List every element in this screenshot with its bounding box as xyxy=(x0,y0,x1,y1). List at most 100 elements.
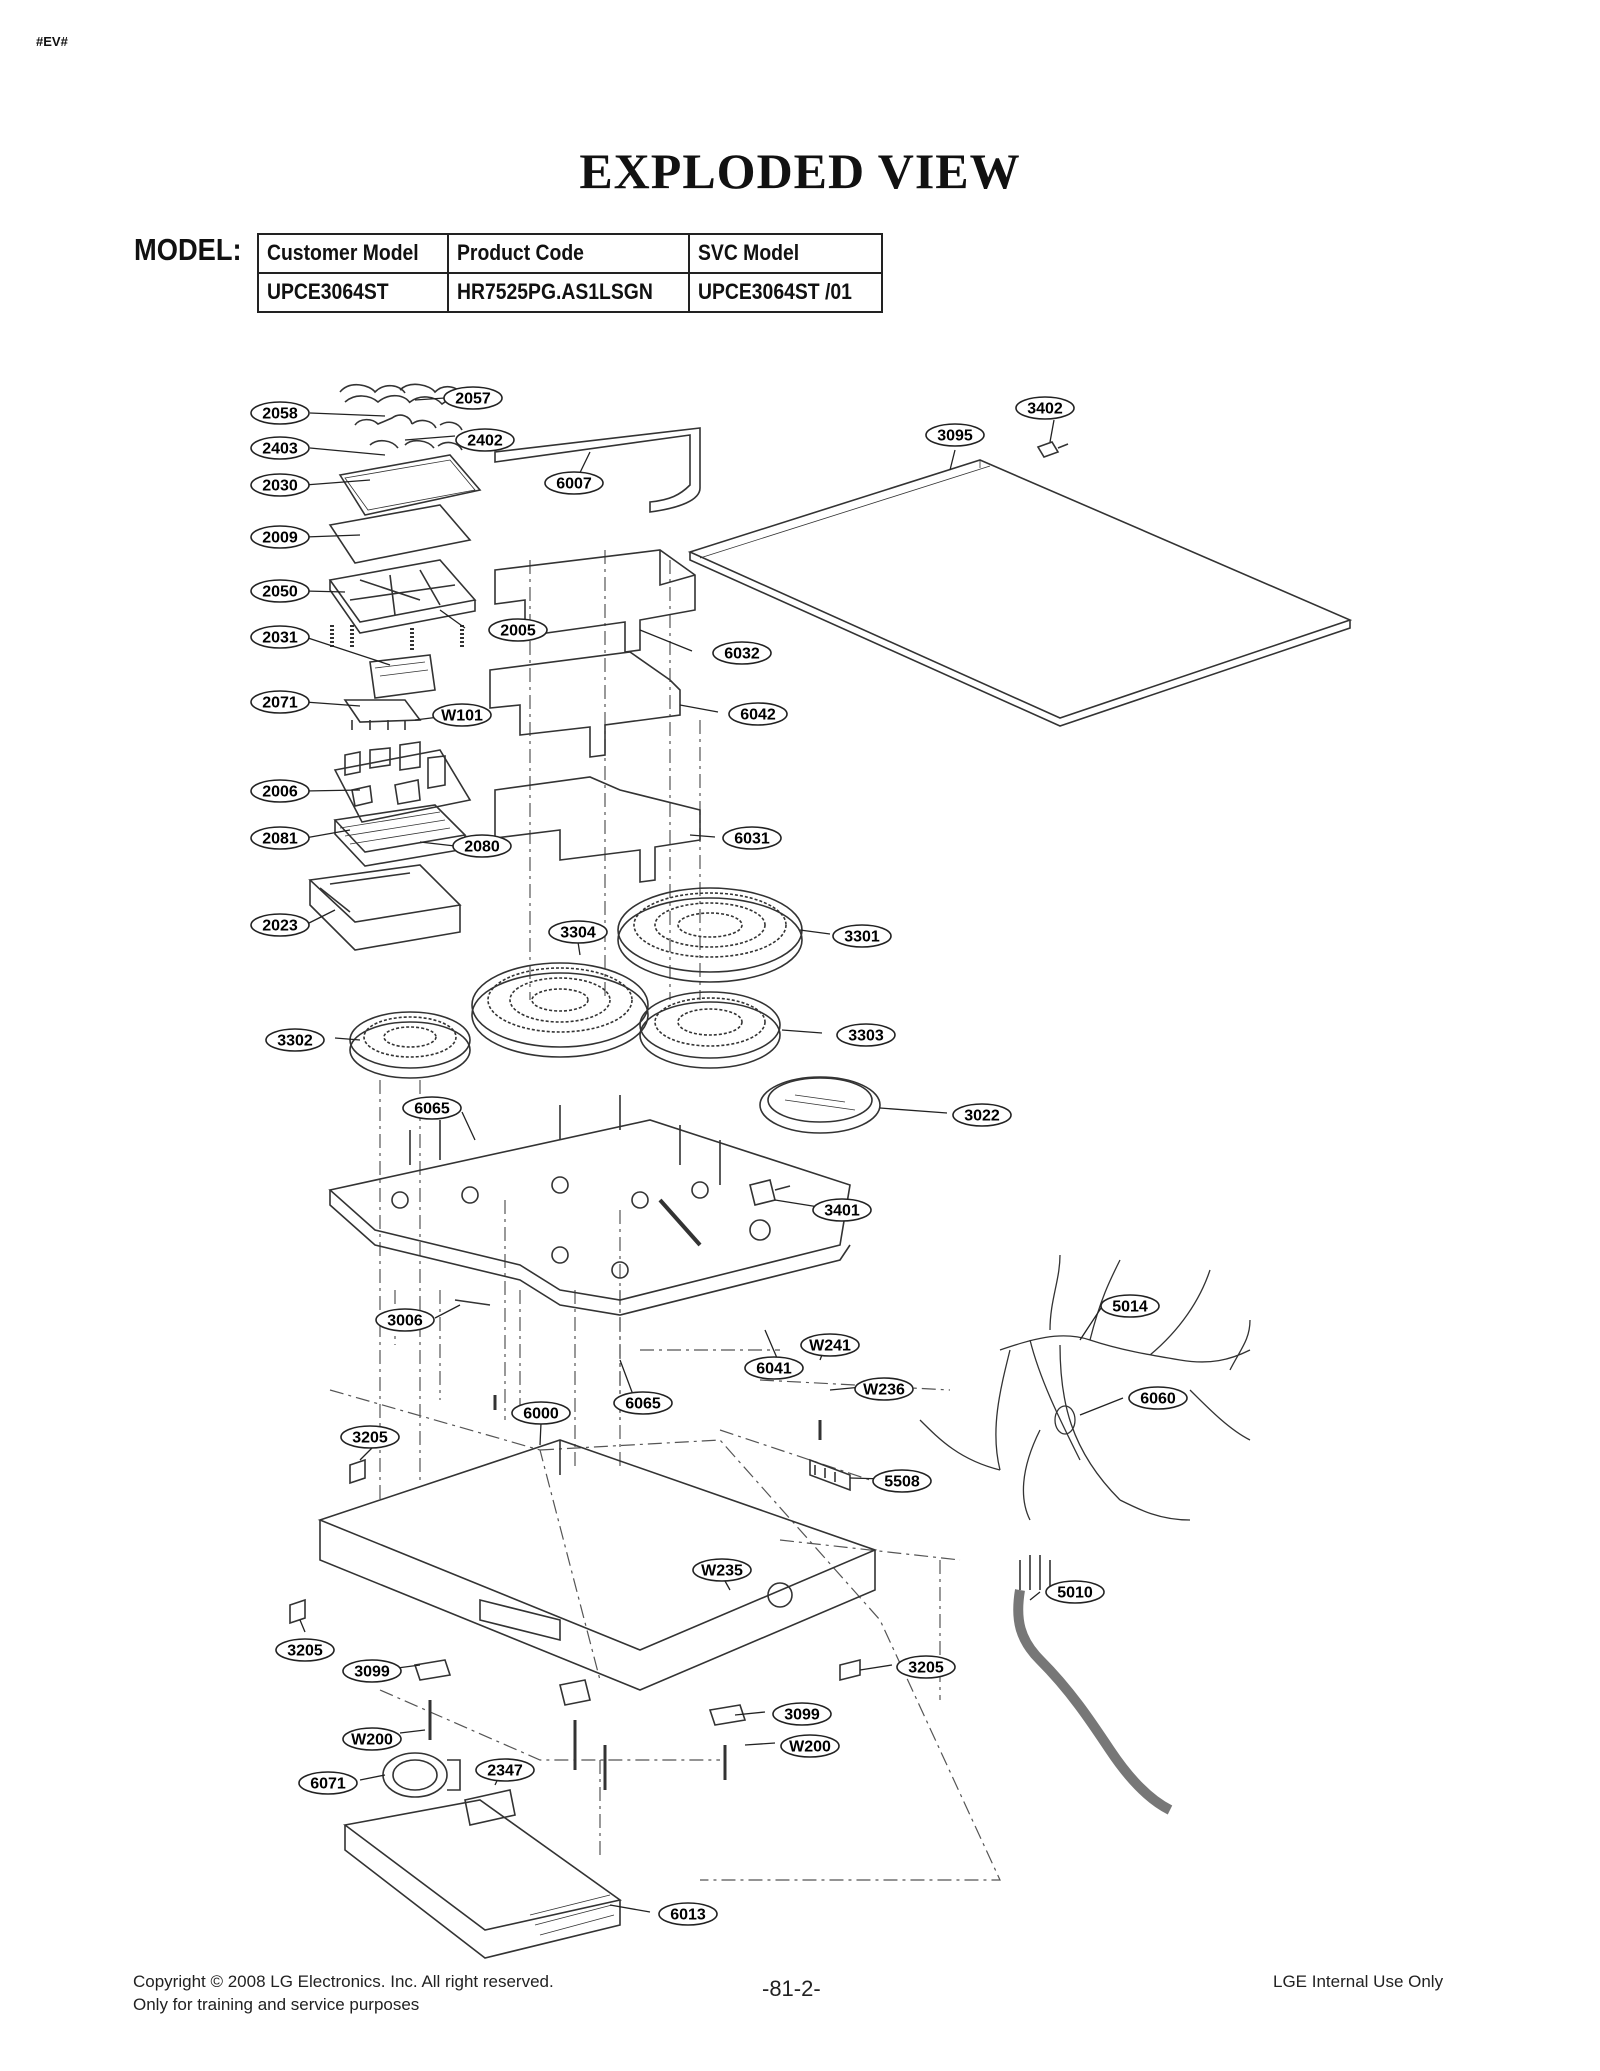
header-customer-model-text: Customer Model xyxy=(267,240,419,265)
callout-2071: 2071 xyxy=(250,690,310,714)
callout-2050: 2050 xyxy=(250,579,310,603)
callout-bubble xyxy=(613,1391,673,1415)
callout-label: 2402 xyxy=(467,433,503,450)
callout-bubble xyxy=(488,618,548,642)
callout-6013: 6013 xyxy=(658,1902,718,1926)
callout-label: 3205 xyxy=(908,1660,944,1677)
callout-label: 3022 xyxy=(964,1108,1000,1125)
callout-bubble xyxy=(475,1758,535,1782)
callout-label: 2071 xyxy=(262,695,298,712)
callout-bubble xyxy=(872,1469,932,1493)
callout-3401: 3401 xyxy=(812,1198,872,1222)
callout-2080: 2080 xyxy=(452,834,512,858)
callout-bubble xyxy=(722,826,782,850)
callout-bubble xyxy=(1100,1294,1160,1318)
part-2347-box xyxy=(464,1789,516,1826)
callout-bubble xyxy=(265,1028,325,1052)
parts-drawing xyxy=(289,383,1353,1959)
callout-label: 3099 xyxy=(784,1707,820,1724)
part-2009-film xyxy=(328,504,472,564)
callout-label: 2005 xyxy=(500,623,536,640)
part-w200-screws xyxy=(428,1395,822,1790)
callout-5508: 5508 xyxy=(872,1469,932,1493)
callout-6032: 6032 xyxy=(712,641,772,665)
part-2023-case xyxy=(308,864,462,951)
model-table-value-row: UPCE3064ST HR7525PG.AS1LSGN UPCE3064ST /… xyxy=(256,272,883,313)
callout-2030: 2030 xyxy=(250,473,310,497)
callout-2347: 2347 xyxy=(475,1758,535,1782)
callout-2006: 2006 xyxy=(250,779,310,803)
callout-6071: 6071 xyxy=(298,1771,358,1795)
callout-bubble xyxy=(925,423,985,447)
callout-2058: 2058 xyxy=(250,401,310,425)
page-title: EXPLODED VIEW xyxy=(579,143,1021,199)
callout-label: 2023 xyxy=(262,918,298,935)
part-3302-burner xyxy=(349,1011,471,1079)
callout-W101: W101 xyxy=(432,703,492,727)
callout-W200: W200 xyxy=(780,1734,840,1758)
callout-label: 3301 xyxy=(844,929,880,946)
callout-bubble xyxy=(455,428,515,452)
callout-bubble xyxy=(780,1734,840,1758)
part-3006-rod xyxy=(454,1299,491,1306)
part-3402-clip xyxy=(1036,441,1069,458)
callout-6041: 6041 xyxy=(744,1356,804,1380)
callout-bubble xyxy=(832,924,892,948)
callout-6007: 6007 xyxy=(544,471,604,495)
part-3022-ring xyxy=(759,1076,881,1134)
part-6000-chassis xyxy=(317,1439,878,1691)
callout-bubble xyxy=(250,690,310,714)
callout-bubble xyxy=(298,1771,358,1795)
part-6042-bracket xyxy=(489,651,681,758)
callout-bubble xyxy=(250,525,310,549)
callout-label: 3304 xyxy=(560,925,596,942)
model-table-header-row: Customer Model Product Code SVC Model xyxy=(256,233,883,274)
callout-label: 3205 xyxy=(352,1430,388,1447)
value-svc-model-text: UPCE3064ST /01 xyxy=(697,279,852,304)
callout-bubble xyxy=(1045,1580,1105,1604)
callout-label: 2006 xyxy=(262,784,298,801)
callout-label: W235 xyxy=(701,1563,743,1580)
callout-label: 2403 xyxy=(262,441,298,458)
callout-bubble xyxy=(342,1659,402,1683)
callout-bubble xyxy=(544,471,604,495)
callout-leader-lines xyxy=(299,397,1124,1913)
callout-label: 3099 xyxy=(354,1664,390,1681)
callout-bubble xyxy=(548,920,608,944)
callout-label: 6000 xyxy=(523,1406,559,1423)
model-table: Customer Model Product Code SVC Model UP… xyxy=(256,233,883,313)
callout-label: 3006 xyxy=(387,1313,423,1330)
header-customer-model: Customer Model xyxy=(256,233,450,274)
callout-label: 3402 xyxy=(1027,401,1063,418)
callout-2023: 2023 xyxy=(250,913,310,937)
footer-internal-use: LGE Internal Use Only xyxy=(1273,1972,1444,1991)
callout-bubble xyxy=(712,641,772,665)
callout-bubble xyxy=(896,1655,956,1679)
callout-bubble xyxy=(275,1638,335,1662)
callout-bubble xyxy=(250,473,310,497)
part-2050-frame xyxy=(328,559,477,650)
callout-bubble xyxy=(692,1558,752,1582)
value-product-code-text: HR7525PG.AS1LSGN xyxy=(457,279,654,304)
part-3205-bracket xyxy=(289,1458,861,1682)
part-5014-harness xyxy=(919,1254,1251,1521)
callout-3301: 3301 xyxy=(832,924,892,948)
assembly-guide-lines xyxy=(329,550,1001,1881)
callout-bubble xyxy=(812,1198,872,1222)
callout-label: 6007 xyxy=(556,476,592,493)
callout-label: W200 xyxy=(351,1732,393,1749)
value-product-code: HR7525PG.AS1LSGN xyxy=(447,272,690,313)
callout-label: 2080 xyxy=(464,839,500,856)
part-6071-fan xyxy=(382,1752,461,1798)
callout-label: 6071 xyxy=(310,1776,346,1793)
callout-5014: 5014 xyxy=(1100,1294,1160,1318)
callout-6060: 6060 xyxy=(1128,1386,1188,1410)
callout-bubble xyxy=(1128,1386,1188,1410)
callout-2031: 2031 xyxy=(250,625,310,649)
callout-bubble xyxy=(952,1103,1012,1127)
callout-W241: W241 xyxy=(800,1333,860,1357)
callout-label: 6031 xyxy=(734,831,770,848)
callout-bubble xyxy=(1015,396,1075,420)
